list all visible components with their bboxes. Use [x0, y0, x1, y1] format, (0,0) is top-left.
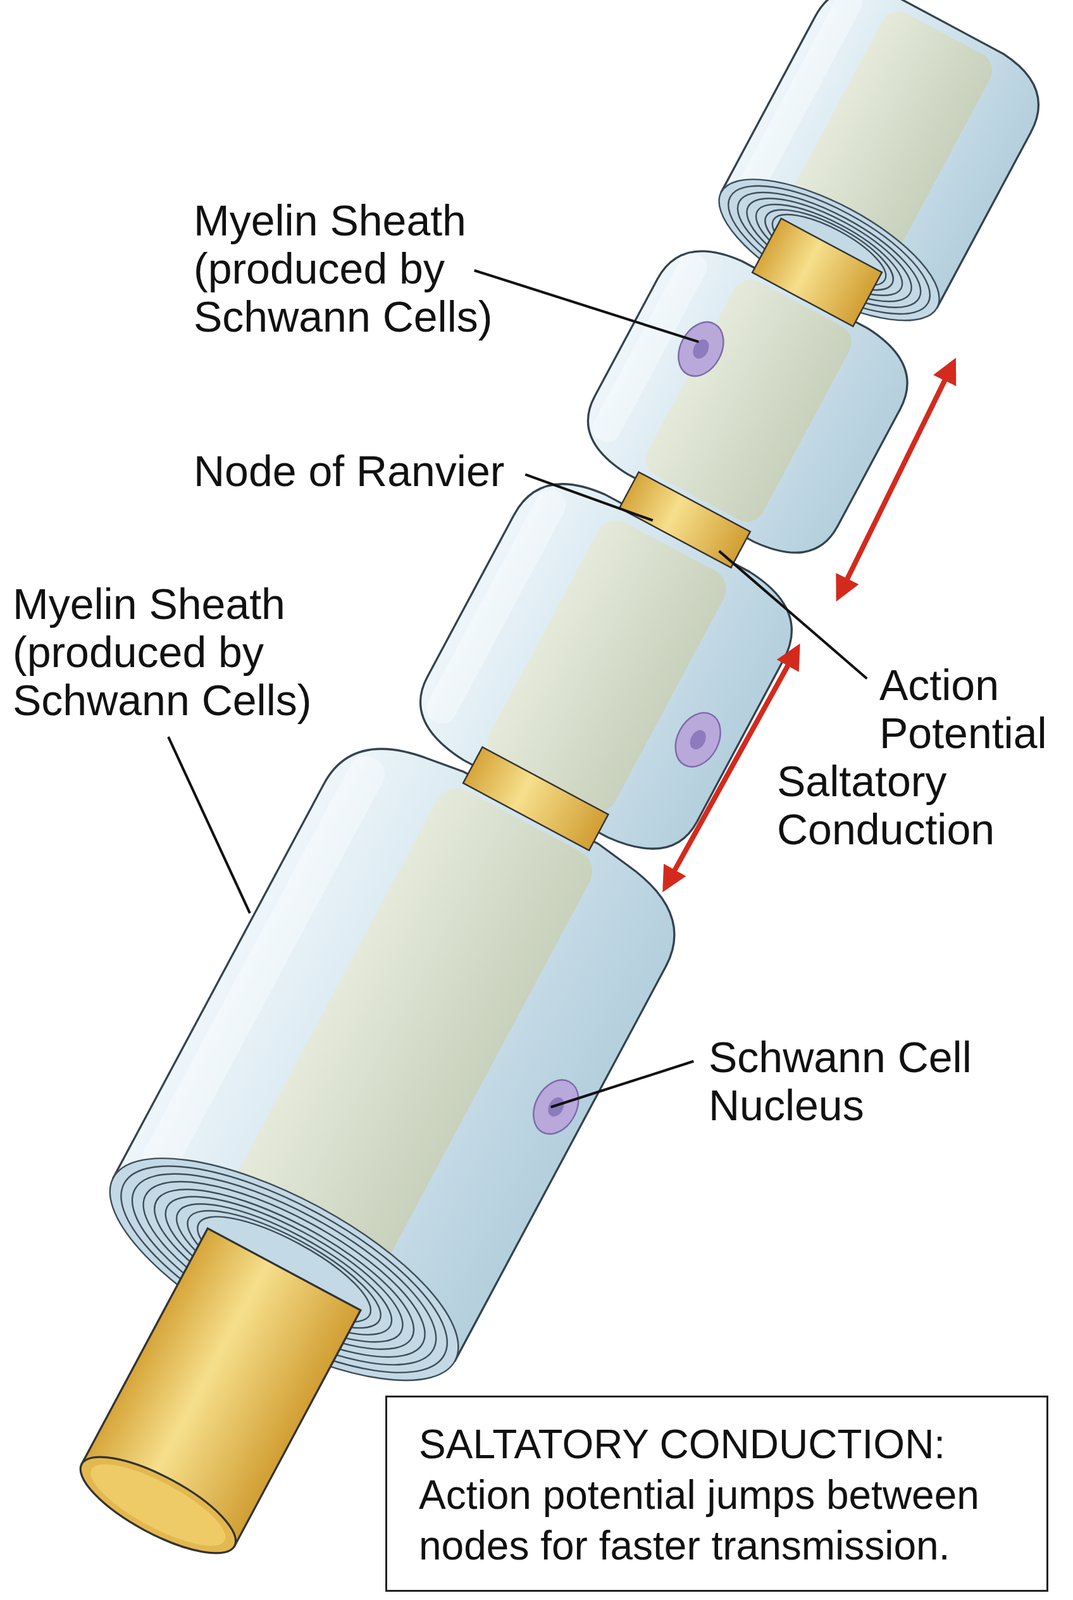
part-label: Node of Ranvier: [193, 446, 548, 495]
node-of-ranvier: [463, 746, 608, 850]
note-body: Action potential jumps between nodes for…: [418, 1469, 1015, 1571]
leader-line: [551, 1060, 695, 1108]
note-box: SALTATORY CONDUCTION:Action potential ju…: [385, 1395, 1049, 1592]
axon-end-face: [80, 1448, 236, 1560]
sheath-highlight: [737, 0, 867, 197]
schwann-nucleus: [524, 1071, 588, 1142]
leader-line: [525, 474, 653, 521]
saltatory-arrow: [838, 361, 954, 597]
sheath-highlight: [136, 749, 391, 1181]
process-label: Saltatory Conduction: [776, 756, 1011, 853]
leader-line: [168, 736, 250, 913]
axon-end: [68, 1438, 249, 1571]
part-label: Action Potential: [879, 660, 1070, 757]
part-label: Schwann Cell Nucleus: [708, 1032, 975, 1129]
schwann-nucleus: [669, 314, 732, 385]
note-heading: SALTATORY CONDUCTION:: [418, 1418, 1015, 1470]
sheath-highlight: [421, 484, 572, 729]
part-label: Myelin Sheath (produced by Schwann Cells…: [193, 196, 510, 341]
leader-line: [474, 270, 700, 342]
leader-line: [719, 551, 868, 679]
node-of-ranvier: [752, 218, 882, 326]
schwann-nucleus: [666, 704, 729, 775]
node-of-ranvier: [619, 471, 751, 568]
part-label: Myelin Sheath (produced by Schwann Cells…: [12, 579, 329, 724]
